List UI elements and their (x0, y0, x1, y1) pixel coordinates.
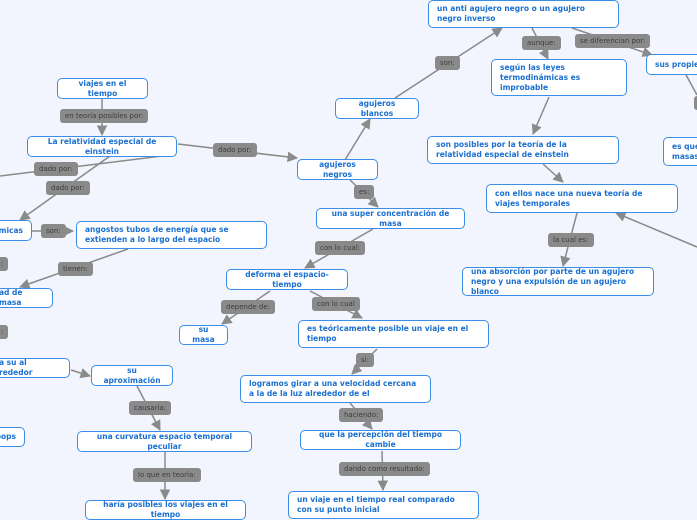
label-partial-right (694, 96, 697, 110)
label-lo-que-en-teoria: lo que en teoría: (133, 468, 201, 482)
node-cuerdas-cosmicas[interactable]: micas (0, 220, 32, 241)
label-es: es: (354, 185, 375, 199)
edge (542, 163, 564, 183)
label-causaria: causaría: (129, 401, 171, 415)
edge (344, 118, 371, 161)
edge (70, 368, 92, 379)
label-tienen: tienen: (58, 262, 93, 276)
label-son: son: (41, 224, 66, 238)
label-con-lo-cual: con lo cual: (315, 241, 366, 255)
node-agujeros-negros[interactable]: agujeros negros (297, 159, 378, 180)
edge (684, 72, 697, 96)
label-partial: : (0, 257, 9, 271)
node-su-aproximacion[interactable]: su aproximación (91, 365, 173, 386)
node-percepcion-tiempo[interactable]: que la percepción del tiempo cambie (300, 430, 461, 450)
node-nueva-teoria-viajes[interactable]: con ellos nace una nueva teoría de viaje… (486, 184, 678, 213)
label-haciendo: haciendo: (339, 408, 384, 422)
node-agujeros-blancos[interactable]: agujeros blancos (335, 98, 419, 119)
node-teoricamente-posible[interactable]: es teóricamente posible un viaje en el t… (298, 320, 489, 348)
node-viajes-en-el-tiempo[interactable]: viajes en el tiempo (57, 78, 148, 99)
node-su-masa[interactable]: su masa (179, 325, 228, 345)
node-segun-leyes-termodinamicas[interactable]: según las leyes termodinámicas es improb… (491, 59, 627, 96)
node-es-que-masas[interactable]: es que masas (663, 137, 697, 166)
node-anti-agujero-negro[interactable]: un anti agujero negro o un agujero negro… (428, 0, 619, 28)
edge (615, 211, 697, 248)
node-son-posibles-relatividad[interactable]: son posibles por la teoría de la relativ… (427, 136, 619, 164)
node-sus-propiedades[interactable]: sus propiedades (646, 54, 697, 75)
edge (0, 155, 163, 177)
label-son: son: (435, 56, 460, 70)
label-dado-por: dado por: (34, 162, 78, 176)
label-dando-como-resultado: dando como resultado: (339, 462, 430, 476)
label-depende-de: depende de: (221, 300, 276, 314)
label-en-teoria-posibles-por: en teoría posibles por: (60, 109, 149, 123)
label-dado-por: dado por: (213, 143, 257, 157)
node-logramos-girar[interactable]: logramos girar a una velocidad cercana a… (240, 375, 431, 403)
label-partial: : (0, 325, 9, 339)
label-se-diferencian-por: se diferencian por: (575, 34, 651, 48)
node-viaje-tiempo-real[interactable]: un viaje en el tiempo real comparado con… (288, 491, 479, 519)
node-deforma-espacio-tiempo[interactable]: deforma el espacio-tiempo (226, 269, 348, 290)
label-la-cual-es: la cual es: (548, 233, 594, 247)
node-densidad-masa[interactable]: ad de masa (0, 288, 53, 308)
node-absorcion-expulsion[interactable]: una absorción por parte de un agujero ne… (462, 267, 654, 296)
node-curvatura-espacio-temporal[interactable]: una curvatura espacio temporal peculiar (77, 431, 252, 452)
edge (531, 96, 550, 135)
node-haria-posibles-viajes[interactable]: haría posibles los viajes en el tiempo (85, 500, 246, 520)
node-a-su-alrededor[interactable]: a su al rededor (0, 358, 70, 378)
label-con-lo-cual: con lo cual (312, 297, 360, 311)
node-angostos-tubos[interactable]: angostos tubos de energía que se extiend… (76, 221, 267, 249)
node-super-concentracion-masa[interactable]: una super concentración de masa (316, 208, 465, 229)
label-si: si: (356, 353, 374, 367)
label-dado-por: dado por: (46, 181, 90, 195)
node-relatividad-especial[interactable]: La relatividad especial de einstein (27, 136, 177, 157)
label-aunque: aunque: (522, 36, 561, 50)
